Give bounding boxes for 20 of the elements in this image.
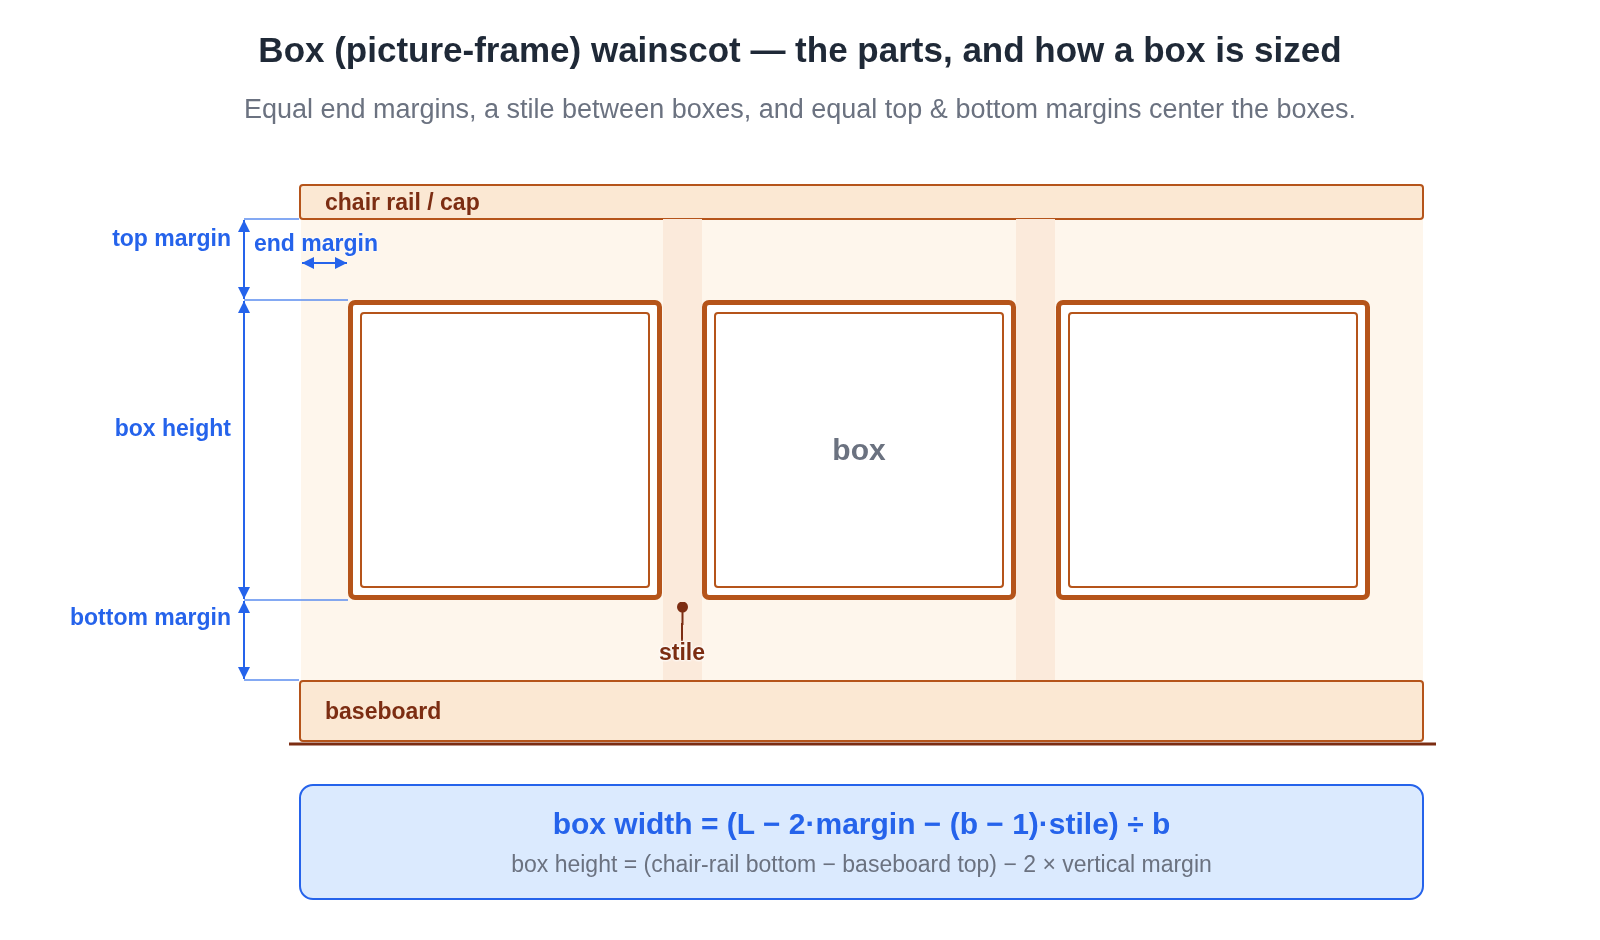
dimension-label: bottom margin <box>70 603 231 631</box>
dimension-label: top margin <box>112 224 231 252</box>
title: Box (picture-frame) wainscot — the parts, and how a box is sized <box>257 30 1343 70</box>
dimension-label: box height <box>114 414 231 442</box>
part-label: chair rail / cap <box>325 188 480 216</box>
formula-panel <box>299 784 1424 900</box>
leader-line <box>677 601 688 642</box>
formula-note: box height = (chair-rail bottom − baseboard top) − 2 × vertical margin <box>511 850 1212 878</box>
part-label: box <box>832 433 886 467</box>
box-frame <box>348 300 662 600</box>
stile-strip <box>1016 219 1055 680</box>
trim-board <box>299 680 1424 742</box>
dimension-label: end margin <box>254 229 378 257</box>
box-frame <box>1056 300 1370 600</box>
box-frame <box>702 300 1016 600</box>
trim-board <box>299 184 1424 220</box>
formula-text: box width = (L − 2·margin − (b − 1)·stile) ÷ b <box>552 806 1171 841</box>
part-label: stile <box>659 638 705 666</box>
subtitle: Equal end margins, a stile between boxes, and equal top & bottom margins center the boxes. <box>243 93 1357 125</box>
part-label: baseboard <box>325 697 442 725</box>
